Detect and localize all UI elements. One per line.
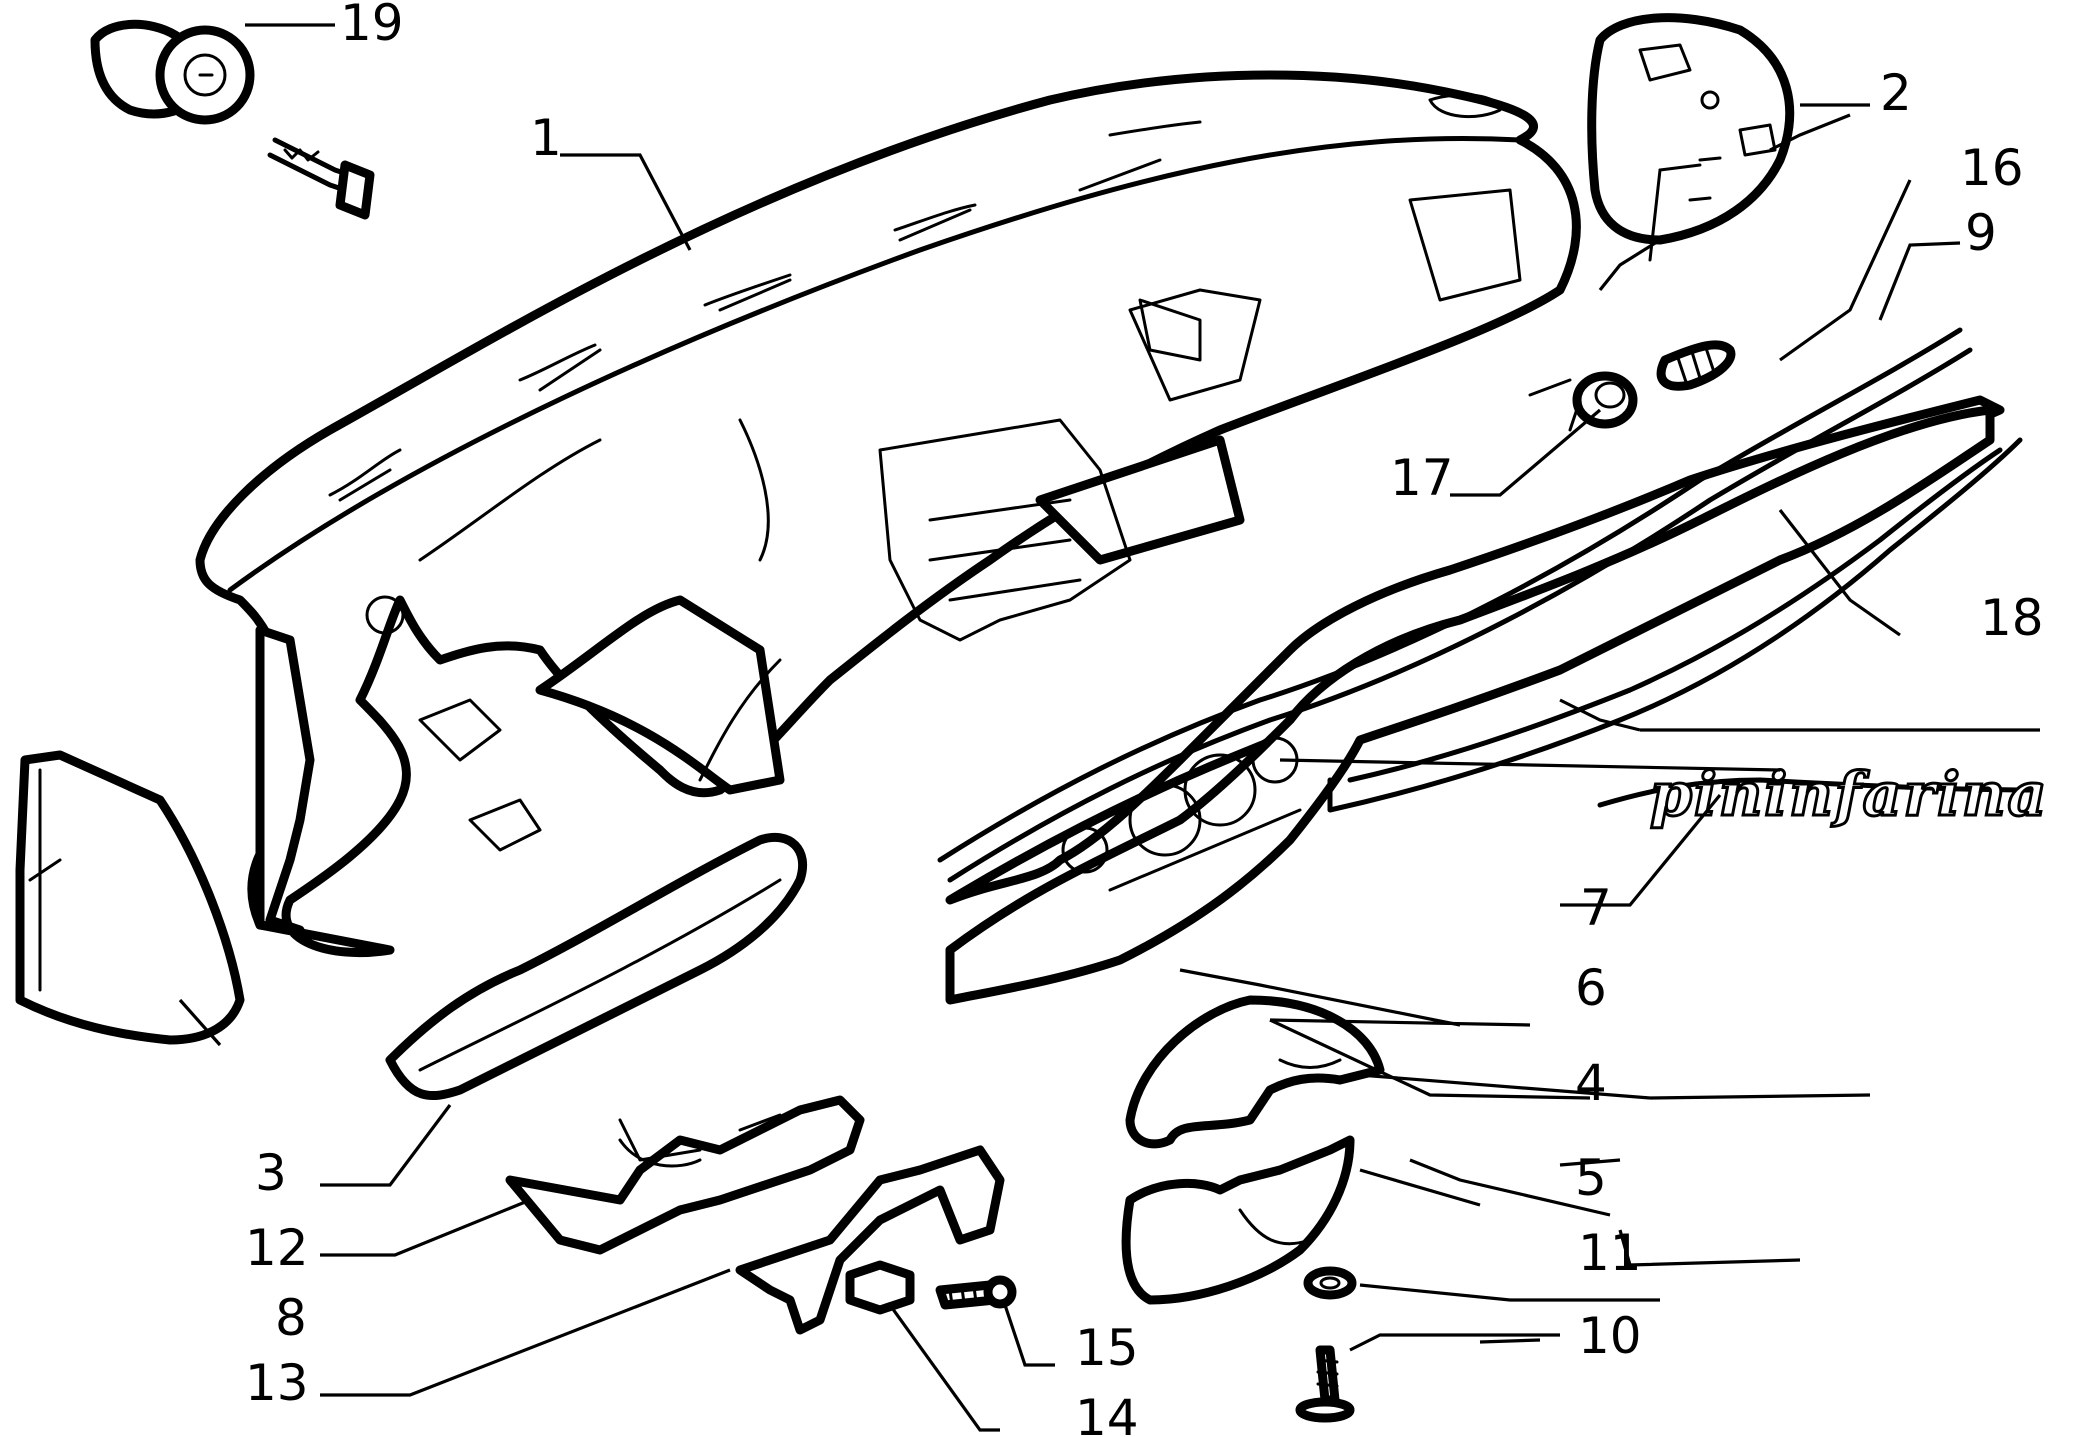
callout-8: 8 [275, 1289, 307, 1347]
part-5-lower-shroud[interactable] [1121, 1135, 1355, 1305]
callout-16: 16 [1960, 139, 2024, 197]
part-18-lower-trim-strip[interactable] [1327, 437, 2023, 813]
part-11-washer[interactable] [1303, 1266, 1357, 1300]
callout-14: 14 [1075, 1389, 1139, 1437]
callout-labels: 1 2 3 4 5 6 7 8 9 10 11 12 13 14 15 16 1… [245, 0, 2044, 1437]
callout-11: 11 [1578, 1224, 1642, 1282]
callout-1: 1 [530, 109, 562, 167]
callout-19: 19 [340, 0, 404, 52]
part-15-screw[interactable] [935, 1275, 1017, 1310]
callout-13: 13 [245, 1354, 309, 1412]
leader-lines [178, 23, 2040, 1432]
part-9-upper-trim-strip[interactable] [937, 327, 1973, 883]
part-19-key[interactable] [267, 137, 375, 220]
part-3-side-cover[interactable] [15, 750, 245, 1045]
callout-10: 10 [1578, 1307, 1642, 1365]
pininfarina-logo-text: pininfarina [1650, 760, 2048, 830]
callout-18: 18 [1980, 589, 2044, 647]
part-2-side-panel[interactable] [1587, 13, 1795, 262]
part-1-dashboard[interactable] [195, 70, 1581, 958]
part-10-screw[interactable] [1295, 1345, 1355, 1423]
part-13-bracket[interactable] [735, 1145, 1005, 1335]
callout-2: 2 [1880, 64, 1912, 122]
callout-6: 6 [1575, 959, 1607, 1017]
callout-3: 3 [255, 1144, 287, 1202]
part-4-upper-shroud[interactable] [1125, 995, 1385, 1149]
part-19-lock-cylinder[interactable] [90, 19, 255, 125]
callout-15: 15 [1075, 1319, 1139, 1377]
part-14-clip[interactable] [845, 1260, 915, 1315]
callout-7: 7 [1580, 879, 1612, 937]
callout-4: 4 [1575, 1054, 1607, 1112]
part-6-instrument-fascia[interactable] [945, 395, 2005, 1005]
part-17-knob[interactable] [1528, 371, 1638, 432]
part-7-pininfarina-badge[interactable]: pininfarina [1597, 759, 2048, 832]
part-12-lower-panel[interactable] [385, 832, 808, 1100]
callout-12: 12 [245, 1219, 309, 1277]
part-8-bracket[interactable] [505, 1095, 865, 1255]
callout-9: 9 [1965, 204, 1997, 262]
part-16-grille[interactable] [1656, 340, 1736, 391]
callout-17: 17 [1390, 449, 1454, 507]
callout-5: 5 [1575, 1149, 1607, 1207]
